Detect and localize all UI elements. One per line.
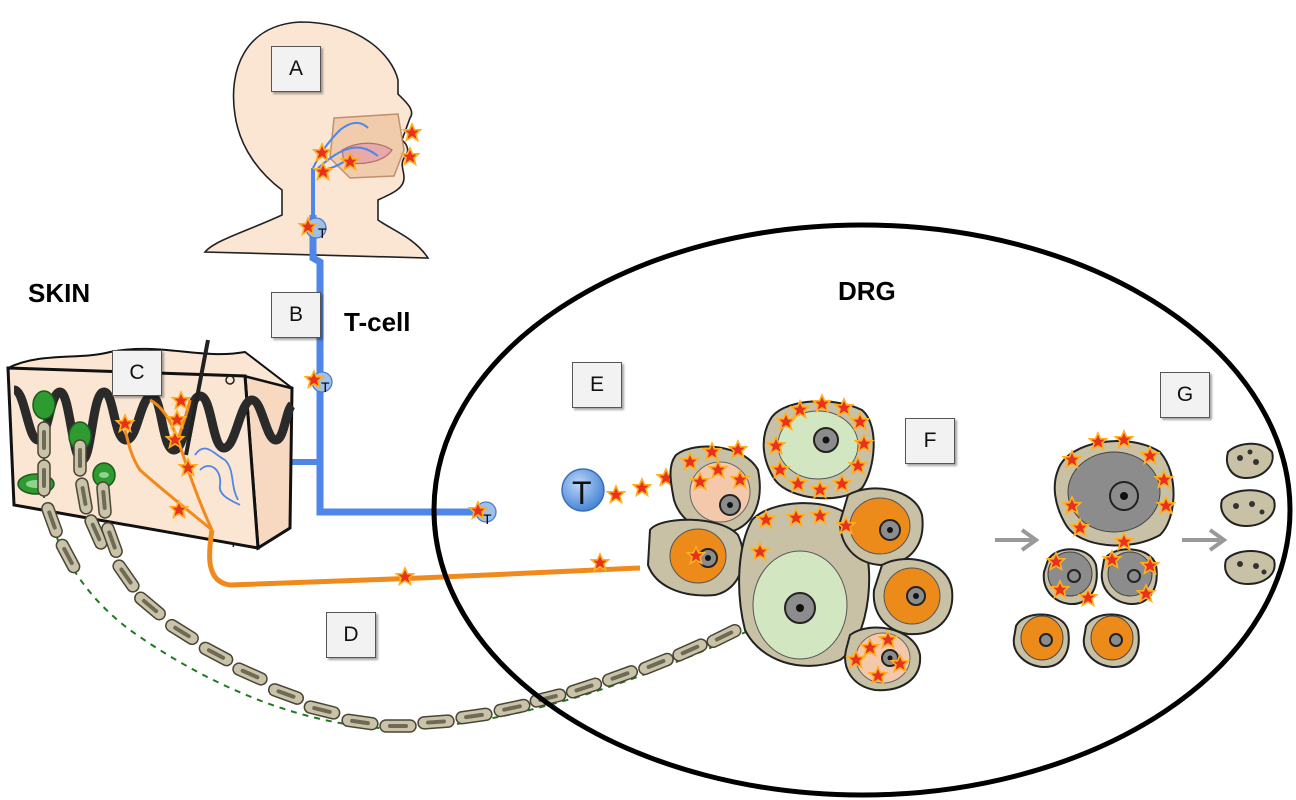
panel-box-c: C <box>112 350 162 396</box>
svg-text:T: T <box>572 475 592 511</box>
myelinated-fiber <box>37 420 751 733</box>
arrow-right-icon <box>1182 528 1228 552</box>
infected-neuron-group <box>1012 440 1175 669</box>
panel-box-a: A <box>271 46 321 92</box>
svg-text:T: T <box>321 379 330 395</box>
drg-label: DRG <box>838 276 896 306</box>
drg-boundary <box>431 222 1293 798</box>
panel-box-d: D <box>326 612 376 658</box>
skin-label: SKIN <box>28 278 91 308</box>
panel-box-f: F <box>905 418 955 464</box>
arrow-right-icon <box>995 528 1040 552</box>
head-illustration <box>203 21 430 259</box>
panel-box-g: G <box>1160 372 1210 418</box>
panel-box-b: B <box>271 292 321 338</box>
neuron-cluster <box>646 400 954 692</box>
panel-box-e: E <box>572 362 622 408</box>
t-cell-icon: T <box>561 468 605 512</box>
degenerated-neurons <box>1220 442 1276 586</box>
svg-text:T: T <box>318 225 327 241</box>
tcell-label: T-cell <box>344 307 411 337</box>
svg-text:T: T <box>483 511 492 527</box>
virus-particle-icon <box>395 567 415 586</box>
virus-particle-icon <box>606 485 626 504</box>
virus-particle-icon <box>632 478 652 497</box>
